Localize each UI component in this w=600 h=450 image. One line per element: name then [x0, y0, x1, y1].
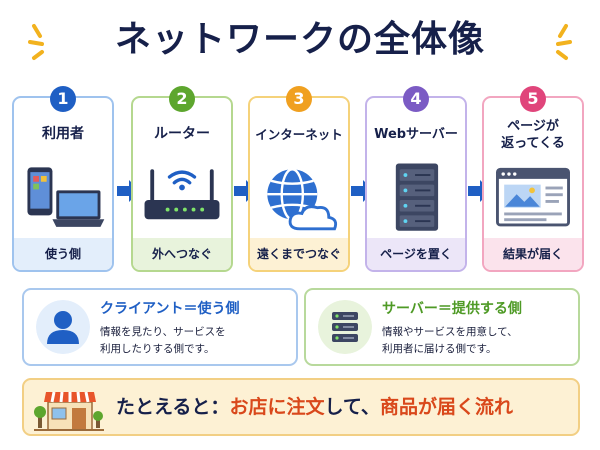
- webpage-icon: [496, 167, 570, 227]
- server-desc-line1: 情報やサービスを用意して、: [382, 326, 518, 338]
- devices-icon: [27, 167, 105, 227]
- step-number: 5: [520, 86, 546, 112]
- step-web-server: Webサーバー ページを置く: [365, 96, 467, 272]
- step-label-line2: 返ってくる: [501, 136, 565, 151]
- step-caption: 外へつなぐ: [133, 238, 231, 270]
- step-label: Webサーバー: [374, 127, 458, 142]
- step-internet: インターネット 遠くまでつなぐ: [248, 96, 350, 272]
- sparkle-left-icon: [28, 24, 44, 60]
- step-number: 4: [403, 86, 429, 112]
- step-number: 2: [169, 86, 195, 112]
- server-stack-icon: [318, 300, 372, 354]
- client-desc-line2: 利用したりする側です。: [100, 343, 215, 355]
- step-user: 利用者 使う側: [12, 96, 114, 272]
- step-label-line1: ページが: [507, 119, 559, 134]
- step-caption: ページを置く: [367, 238, 465, 270]
- step-label: ルーター: [154, 126, 210, 142]
- globe-cloud-icon: [267, 168, 338, 231]
- step-label: 利用者: [42, 126, 84, 142]
- step-label: ページが 返ってくる: [484, 118, 582, 152]
- analogy-prefix: たとえると：: [116, 396, 230, 418]
- client-description: 情報を見たり、サービスを 利用したりする側です。: [100, 324, 226, 358]
- server-icon: [395, 163, 439, 231]
- sparkle-right-icon: [556, 24, 572, 60]
- page-title: ネットワークの全体像: [114, 19, 485, 60]
- flow-steps: 利用者 使う側 1 ルーター: [10, 86, 590, 274]
- step-number: 3: [286, 86, 312, 112]
- router-icon: [144, 169, 220, 220]
- analogy-banner: たとえると：お店に注文して、商品が届く流れ: [22, 378, 580, 436]
- step-router: ルーター 外へつなぐ: [131, 96, 233, 272]
- step-caption: 使う側: [14, 238, 112, 270]
- analogy-text: たとえると：お店に注文して、商品が届く流れ: [116, 380, 513, 434]
- shop-icon: [34, 391, 104, 431]
- server-card: サーバー＝提供する側 情報やサービスを用意して、 利用者に届ける側です。: [304, 288, 580, 366]
- analogy-part1: お店に注文: [229, 396, 325, 418]
- step-caption: 遠くまでつなぐ: [250, 238, 348, 270]
- analogy-part3: 商品が届く流れ: [379, 396, 513, 418]
- client-card: クライアント＝使う側 情報を見たり、サービスを 利用したりする側です。: [22, 288, 298, 366]
- client-title: クライアント＝使う側: [100, 301, 240, 317]
- step-caption: 結果が届く: [484, 238, 582, 270]
- title-area: ネットワークの全体像: [0, 6, 600, 76]
- analogy-part2: して、: [324, 396, 380, 418]
- server-description: 情報やサービスを用意して、 利用者に届ける側です。: [382, 324, 518, 358]
- server-title: サーバー＝提供する側: [382, 301, 522, 317]
- step-page-returns: ページが 返ってくる 結果が届く: [482, 96, 584, 272]
- person-icon: [36, 300, 90, 354]
- step-label: インターネット: [255, 127, 343, 142]
- step-number: 1: [50, 86, 76, 112]
- client-desc-line1: 情報を見たり、サービスを: [100, 326, 226, 338]
- server-desc-line2: 利用者に届ける側です。: [382, 343, 497, 355]
